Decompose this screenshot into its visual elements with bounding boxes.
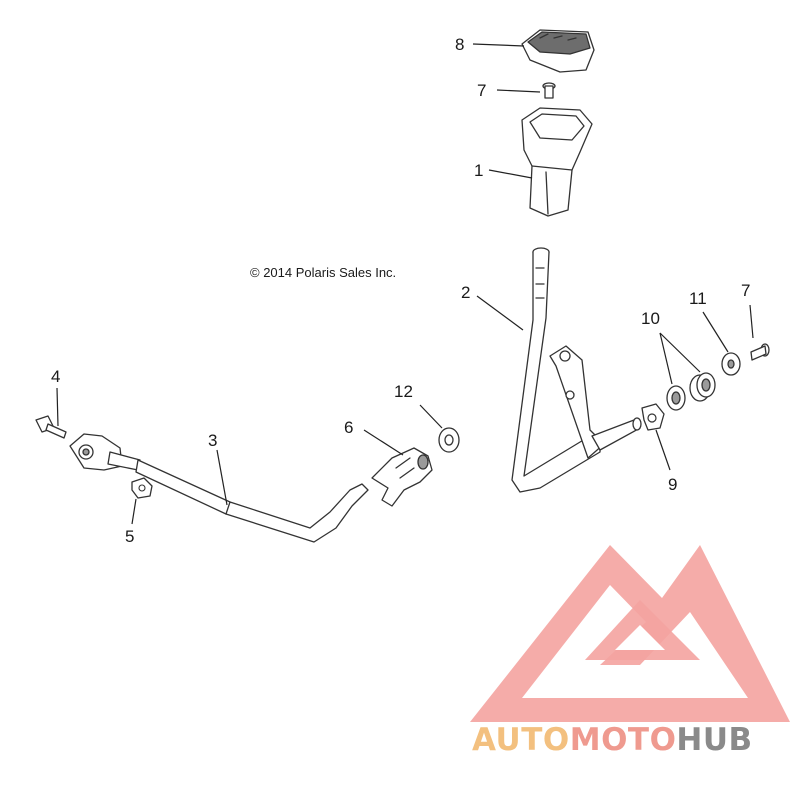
leader-10b xyxy=(659,332,701,373)
part-12-washer xyxy=(438,427,460,453)
part-7-bolt-right xyxy=(750,343,770,361)
watermark-inner-cutout xyxy=(522,585,748,698)
leader-4 xyxy=(56,387,59,427)
callout-11: 11 xyxy=(689,289,707,308)
watermark-text-moto: MOTO xyxy=(570,722,677,758)
part-7-screw-top xyxy=(542,82,556,99)
svg-text:AUTOMOTOHUB: AUTOMOTOHUB xyxy=(472,722,753,758)
part-5-nut xyxy=(131,477,153,499)
watermark-inner-hole xyxy=(615,625,665,650)
part-10-bushings xyxy=(666,372,716,411)
watermark-text-hub: HUB xyxy=(676,722,752,758)
callout-9: 9 xyxy=(668,475,677,494)
leader-10a xyxy=(659,332,673,385)
part-8-knob-cap xyxy=(521,29,595,73)
leader-8 xyxy=(472,43,525,47)
copyright-text: © 2014 Polaris Sales Inc. xyxy=(250,265,396,280)
part-9-clip xyxy=(641,403,665,431)
leader-12 xyxy=(419,404,443,429)
part-1-shift-boot xyxy=(521,107,593,217)
callout-7-top: 7 xyxy=(477,81,486,100)
callout-2: 2 xyxy=(461,283,470,302)
callout-12: 12 xyxy=(394,382,413,401)
leader-1 xyxy=(488,169,533,179)
leader-5 xyxy=(131,498,137,525)
part-2-shift-lever xyxy=(511,247,642,493)
leader-11 xyxy=(702,311,729,353)
leader-7-top xyxy=(496,89,541,93)
callout-5: 5 xyxy=(125,527,134,546)
callout-7-right: 7 xyxy=(741,281,750,300)
leader-6 xyxy=(363,429,404,456)
callout-1: 1 xyxy=(474,161,483,180)
part-3-shift-rod xyxy=(69,433,369,543)
callout-10: 10 xyxy=(641,309,660,328)
callout-8: 8 xyxy=(455,35,464,54)
callout-labels: 8 7 1 2 10 11 7 9 4 3 5 6 12 xyxy=(51,35,750,546)
part-6-rod-end xyxy=(371,447,433,507)
callout-3: 3 xyxy=(208,431,217,450)
part-4-bolt xyxy=(35,415,67,439)
callout-4: 4 xyxy=(51,367,60,386)
leader-lines xyxy=(56,43,754,525)
part-11-washer xyxy=(721,352,741,376)
callout-6: 6 xyxy=(344,418,353,437)
watermark-text-auto: AUTO xyxy=(472,722,570,758)
watermark-logo: AUTOMOTOHUB xyxy=(470,545,790,758)
leader-3 xyxy=(216,449,228,506)
leader-7-right xyxy=(749,304,754,339)
leader-2 xyxy=(476,295,524,331)
leader-9 xyxy=(655,429,671,471)
